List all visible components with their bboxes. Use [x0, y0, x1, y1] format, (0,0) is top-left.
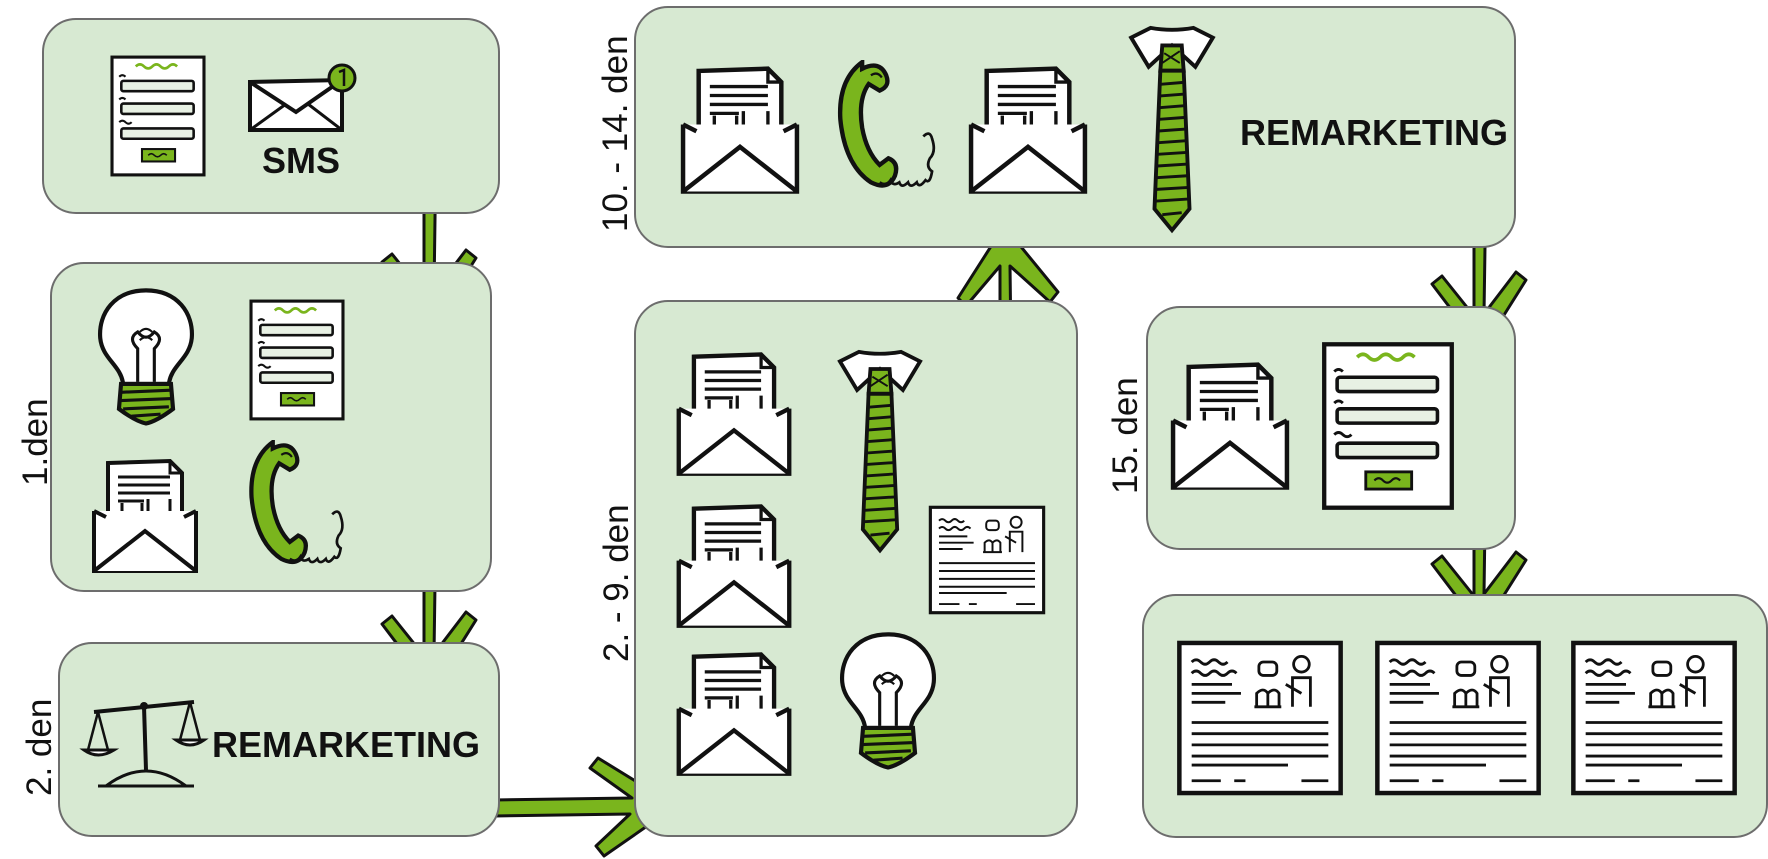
newspaper-icon	[1570, 636, 1738, 800]
form-icon	[1318, 340, 1458, 512]
tie-icon	[830, 348, 930, 558]
day-label-1: 1.den	[16, 398, 56, 486]
form-icon	[105, 54, 211, 178]
day-label-3: 2. - 9. den	[597, 504, 637, 662]
day-label-2: 2. den	[20, 699, 60, 796]
newspaper-icon	[1176, 636, 1344, 800]
envelope-letter-icon	[90, 455, 200, 575]
newspaper-icon	[928, 504, 1046, 616]
lightbulb-icon	[836, 628, 940, 778]
envelope-letter-icon	[674, 500, 794, 630]
envelope-letter-icon	[678, 62, 802, 196]
phone-icon	[828, 60, 940, 202]
envelope-letter-icon	[674, 348, 794, 478]
day-label-4: 10. - 14. den	[596, 35, 636, 232]
phone-icon	[240, 440, 348, 578]
envelope-letter-icon	[1168, 358, 1292, 492]
tie-icon	[1122, 24, 1222, 238]
sms-envelope-icon	[246, 62, 360, 134]
scales-icon	[84, 686, 204, 790]
envelope-letter-icon	[966, 62, 1090, 196]
newspaper-icon	[1374, 636, 1542, 800]
day-label-5: 15. den	[1106, 377, 1146, 494]
sms-label: SMS	[262, 140, 340, 182]
remarketing-label-1: REMARKETING	[212, 724, 480, 766]
remarketing-label-2: REMARKETING	[1240, 112, 1508, 154]
envelope-letter-icon	[674, 648, 794, 778]
form-icon	[245, 298, 349, 422]
lightbulb-icon	[94, 284, 198, 434]
